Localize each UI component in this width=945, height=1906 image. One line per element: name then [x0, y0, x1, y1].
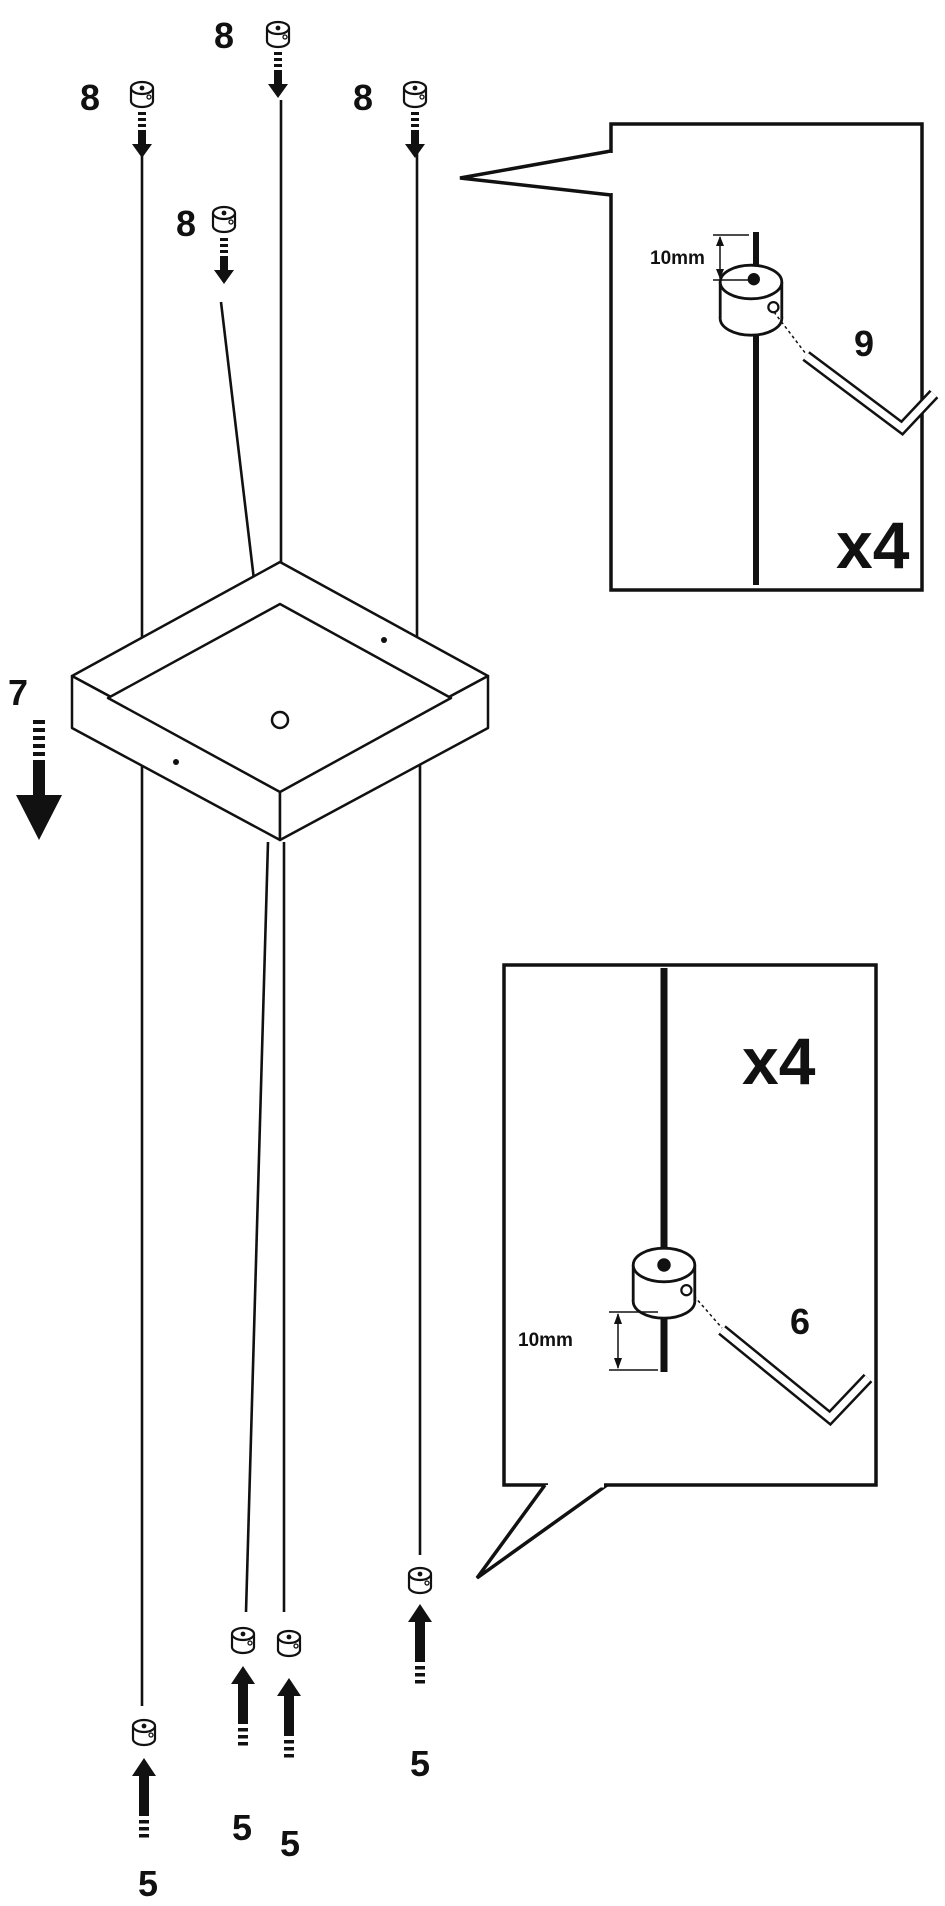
- bottom-collar-right: 5: [407, 1566, 433, 1784]
- measure-10mm-bottom: 10mm: [518, 1330, 573, 1351]
- top-collar-left: 8: [80, 77, 155, 158]
- quantity-x4-top: x4: [836, 508, 910, 582]
- detail-callout-bottom: 10mm 6 x4: [475, 963, 878, 1580]
- part-number-5: 5: [138, 1863, 158, 1904]
- part-number-8: 8: [176, 203, 196, 244]
- cables: [140, 100, 422, 1706]
- top-collar-inner: 8: [176, 203, 237, 284]
- part-number-5: 5: [232, 1807, 252, 1848]
- part-number-7: 7: [8, 672, 28, 713]
- part-number-8: 8: [214, 15, 234, 56]
- plate-move-arrow: 7: [8, 672, 62, 840]
- measure-10mm-top: 10mm: [650, 248, 705, 269]
- tool-number-9: 9: [854, 323, 874, 364]
- tool-number-6: 6: [790, 1301, 810, 1342]
- top-collar-center: 8: [214, 15, 291, 98]
- part-number-5: 5: [410, 1743, 430, 1784]
- bottom-collar-inner-2: 5: [276, 1629, 302, 1864]
- bottom-collar-left: 5: [131, 1718, 158, 1904]
- part-number-8: 8: [353, 77, 373, 118]
- canopy-plate: [70, 560, 490, 842]
- quantity-x4-bottom: x4: [742, 1024, 816, 1098]
- part-number-5: 5: [280, 1823, 300, 1864]
- top-collar-right: 8: [353, 77, 428, 158]
- bottom-collar-inner-1: 5: [230, 1626, 256, 1848]
- detail-callout-top: 10mm 9 x4: [459, 122, 939, 592]
- part-number-8: 8: [80, 77, 100, 118]
